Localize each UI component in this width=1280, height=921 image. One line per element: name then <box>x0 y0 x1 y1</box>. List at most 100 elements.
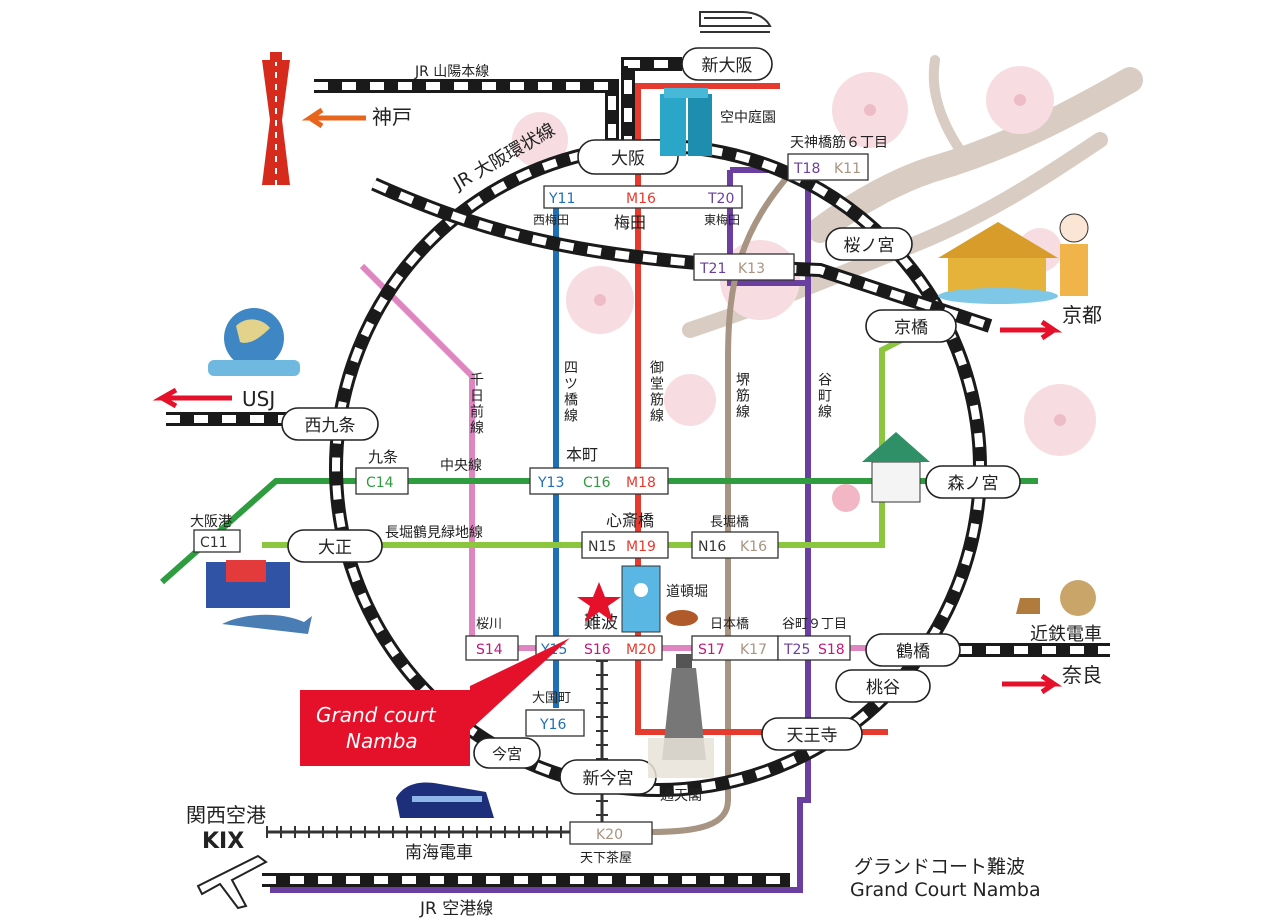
station-shin-osaka[interactable]: 新大阪 <box>681 47 773 81</box>
kaiyukan-aquarium-icon <box>206 560 312 634</box>
label-nagahori: 長堀鶴見緑地線 <box>385 524 483 541</box>
code-s16: S16 <box>584 642 611 658</box>
hotel-title-en: Grand Court Namba <box>850 879 1041 901</box>
label-midosuji: 御堂筋線 <box>648 360 664 424</box>
label-jr-airport: JR 空港線 <box>419 899 493 919</box>
code-k17: K17 <box>740 642 767 658</box>
maiko-icon <box>1059 213 1089 296</box>
callout-line1: Grand court <box>316 703 437 727</box>
label-nara: 奈良 <box>1062 663 1102 687</box>
kyoto-direction: 京都 <box>1000 303 1102 341</box>
code-m19: M19 <box>626 539 656 555</box>
label-tanimachi9: 谷町９丁目 <box>782 617 847 632</box>
takoyaki-icon <box>666 610 698 626</box>
station-label: 新大阪 <box>702 56 753 76</box>
code-k11: K11 <box>834 161 861 177</box>
station-nagahoribashi-codes[interactable]: N16 K16 <box>691 531 779 559</box>
glico-sign-icon <box>621 565 661 633</box>
label-sky-garden: 空中庭園 <box>720 109 776 126</box>
station-momodani[interactable]: 桃谷 <box>835 669 931 703</box>
kinkakuji-icon <box>938 222 1058 304</box>
hotel-star-icon <box>577 582 621 622</box>
station-kyobashi[interactable]: 京橋 <box>865 309 957 343</box>
station-nipponbashi-codes[interactable]: S17 K17 <box>691 635 779 661</box>
label-sakuragawa: 桜川 <box>476 617 502 632</box>
label-sakaisuji: 堺筋線 <box>734 372 750 420</box>
station-label: 今宮 <box>492 745 522 763</box>
station-hommachi-codes[interactable]: Y13 C16 M18 <box>529 467 669 495</box>
station-umeda-codes[interactable]: Y11 M16 T20 <box>543 185 743 209</box>
label-higashi-umeda: 東梅田 <box>704 212 740 227</box>
code-c16: C16 <box>583 475 611 491</box>
code-c11: C11 <box>200 535 228 551</box>
station-imamiya[interactable]: 今宮 <box>473 737 541 769</box>
kobe-direction: 神戸 <box>301 105 412 129</box>
station-tsuruhashi[interactable]: 鶴橋 <box>865 633 961 667</box>
station-tengachaya-code[interactable]: K20 <box>569 821 653 845</box>
label-jr-sanyo: JR 山陽本線 <box>414 64 489 80</box>
hotel-callout[interactable]: Grand court Namba <box>300 638 570 766</box>
usj-direction: USJ <box>152 387 275 411</box>
station-t18-k11[interactable]: T18 K11 <box>787 153 869 181</box>
label-nishi-umeda: 西梅田 <box>533 212 569 227</box>
label-kyoto: 京都 <box>1062 303 1102 327</box>
label-kix: KIX <box>202 829 244 854</box>
label-osakako: 大阪港 <box>190 514 232 530</box>
station-morinomiya[interactable]: 森ノ宮 <box>925 465 1021 499</box>
station-kujo-code[interactable]: C14 <box>355 467 409 495</box>
tsutenkaku-icon <box>648 654 714 778</box>
code-s18: S18 <box>818 642 845 658</box>
osaka-castle-icon <box>832 432 930 512</box>
code-k13: K13 <box>738 261 765 277</box>
station-taisho[interactable]: 大正 <box>287 529 383 563</box>
station-tennoji[interactable]: 天王寺 <box>761 717 863 751</box>
airplane-icon <box>196 854 268 910</box>
code-y16: Y16 <box>539 717 566 733</box>
station-t21-k13[interactable]: T21 K13 <box>693 253 795 281</box>
code-k20: K20 <box>596 827 623 843</box>
label-umeda: 梅田 <box>614 213 646 232</box>
station-label: 天王寺 <box>787 726 838 746</box>
station-label: 大正 <box>318 538 352 558</box>
station-shinsaibashi-codes[interactable]: N15 M19 <box>581 531 669 559</box>
label-kansai-airport: 関西空港 <box>186 803 266 827</box>
label-sennichimae: 千日前線 <box>468 372 484 436</box>
label-yotsubashi: 四ツ橋線 <box>562 360 578 424</box>
station-label: 西九条 <box>305 416 356 436</box>
station-label: 桃谷 <box>866 678 900 698</box>
code-n16: N16 <box>698 539 726 555</box>
station-nishikujo[interactable]: 西九条 <box>281 407 379 441</box>
station-sakuragawa-code[interactable]: S14 <box>465 635 519 661</box>
label-kintetsu: 近鉄電車 <box>1030 624 1102 645</box>
tanimachi-line <box>270 170 811 893</box>
code-t21: T21 <box>699 261 726 277</box>
code-n15: N15 <box>588 539 616 555</box>
code-s17: S17 <box>698 642 725 658</box>
station-label: 新今宮 <box>583 769 634 789</box>
code-t25: T25 <box>783 642 810 658</box>
label-nipponbashi: 日本橋 <box>710 617 749 632</box>
label-usj: USJ <box>242 387 275 411</box>
label-chuo: 中央線 <box>440 458 482 474</box>
kobe-port-tower-icon <box>262 52 290 185</box>
station-tanimachi9-codes[interactable]: T25 S18 <box>777 635 851 661</box>
station-label: 森ノ宮 <box>948 474 999 494</box>
label-shinsaibashi: 心斎橋 <box>606 511 654 530</box>
code-t20: T20 <box>707 191 734 207</box>
label-nagahoribashi: 長堀橋 <box>710 515 749 530</box>
code-m16: M16 <box>626 191 656 207</box>
station-osaka[interactable]: 大阪 <box>577 139 679 175</box>
code-s14: S14 <box>476 642 503 658</box>
station-label: 桜ノ宮 <box>844 236 895 256</box>
station-osakako-code[interactable]: C11 <box>193 529 241 553</box>
label-hommachi: 本町 <box>566 445 598 464</box>
station-shin-imamiya[interactable]: 新今宮 <box>559 759 657 795</box>
label-nankai: 南海電車 <box>405 843 473 863</box>
code-k16: K16 <box>740 539 767 555</box>
station-sakuranomiya[interactable]: 桜ノ宮 <box>825 227 913 261</box>
code-c14: C14 <box>366 475 394 491</box>
code-y13: Y13 <box>537 475 564 491</box>
station-daikokucho-code[interactable]: Y16 <box>525 709 585 737</box>
label-tanimachi: 谷町線 <box>816 372 832 420</box>
